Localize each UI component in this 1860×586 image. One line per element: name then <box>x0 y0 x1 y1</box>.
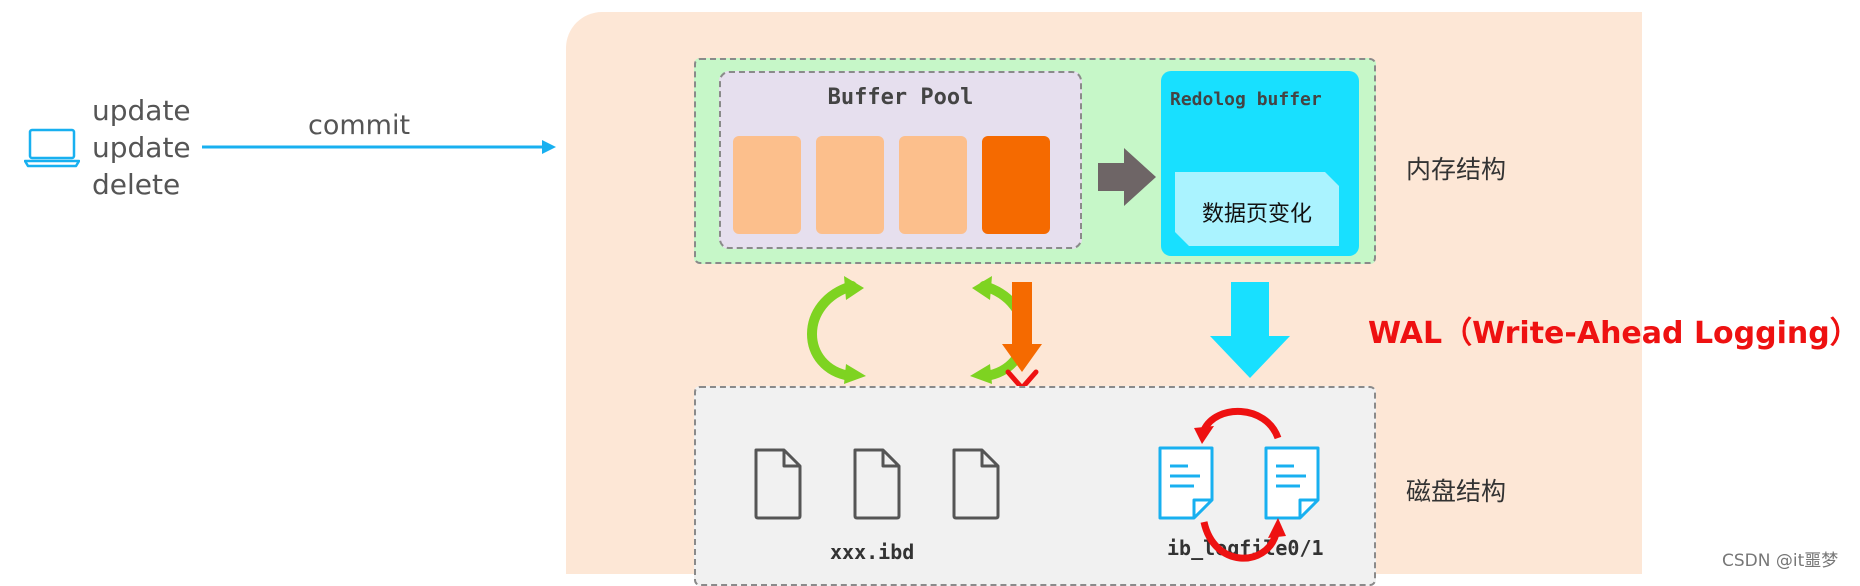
buffer-page <box>733 136 801 234</box>
client-op-delete: delete <box>92 168 181 201</box>
buffer-pool-title: Buffer Pool <box>827 85 974 110</box>
dirty-buffer-page <box>982 136 1050 234</box>
client-operations: update update delete <box>92 92 191 203</box>
memory-structure-label: 内存结构 <box>1406 155 1507 184</box>
file-icon <box>754 448 802 520</box>
client-op-update-1: update <box>92 94 191 127</box>
data-file-label: xxx.ibd <box>830 540 915 564</box>
commit-label: commit <box>308 110 411 141</box>
redolog-buffer-title: Redolog buffer <box>1170 89 1322 110</box>
client-op-update-2: update <box>92 131 191 164</box>
watermark: CSDN @it噩梦 <box>1722 551 1839 571</box>
document-lines-icon <box>1158 446 1214 520</box>
disk-structure-label: 磁盘结构 <box>1406 477 1507 506</box>
redolog-content-label: 数据页变化 <box>1201 202 1312 227</box>
laptop-icon <box>24 128 80 168</box>
wal-label: WAL（Write-Ahead Logging） <box>1368 316 1860 351</box>
buffer-page <box>899 136 967 234</box>
flush-arrow-down-icon <box>1002 282 1042 372</box>
arrow-right-icon <box>1098 148 1156 206</box>
buffer-page <box>816 136 884 234</box>
log-cycle-arrow-bottom-icon <box>1200 518 1286 562</box>
cycle-arrow-left-icon <box>807 276 866 384</box>
wal-arrow-down-icon <box>1210 282 1290 378</box>
file-icon <box>952 448 1000 520</box>
commit-arrow-icon <box>202 140 556 154</box>
redolog-content-box <box>1175 172 1339 246</box>
document-lines-icon <box>1264 446 1320 520</box>
file-icon <box>853 448 901 520</box>
log-cycle-arrow-top-icon <box>1194 407 1282 444</box>
